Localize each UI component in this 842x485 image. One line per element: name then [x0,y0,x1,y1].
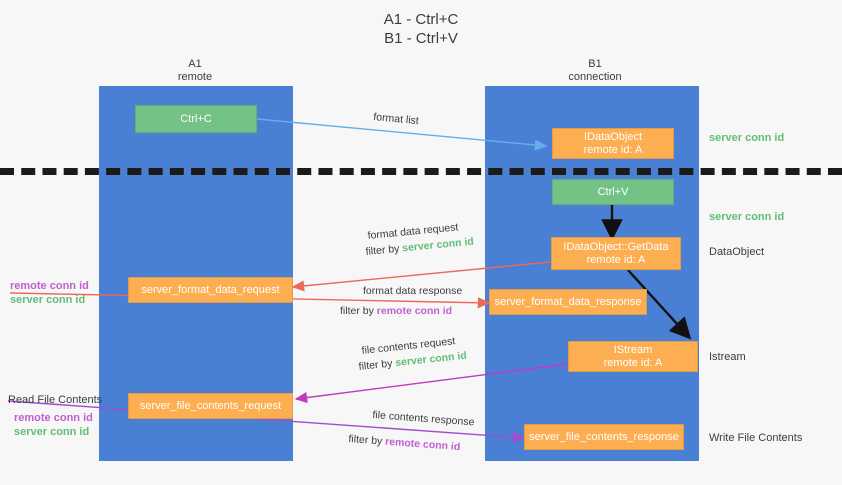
page-title: A1 - Ctrl+C B1 - Ctrl+V [0,10,842,48]
node-istream-line-1: IStream [613,343,653,356]
label-read-file-contents: Read File Contents [8,394,103,406]
node-getdata-line-1: IDataObject::GetData [563,240,669,253]
boundary-divider [0,168,842,175]
label-istream: Istream [709,351,746,363]
edge-label-filter-prefix-2: filter by [340,305,377,317]
node-ctrl-v-label: Ctrl+V [597,185,629,198]
label-server-conn-id-top: server conn id [709,132,785,144]
label-server-conn-id-2: server conn id [14,426,90,438]
edge-label-filter-value-4: remote conn id [384,435,461,454]
node-server-format-data-response-label: server_format_data_response [494,295,642,308]
edge-label-format-data-response-filter: filter by remote conn id [340,304,452,319]
edge-label-filter-prefix-3: filter by [358,357,396,373]
title-line-1: A1 - Ctrl+C [383,11,459,28]
node-getdata-line-2: remote id: A [586,253,646,266]
edge-label-file-contents-response: file contents response [372,408,475,429]
node-ctrl-v[interactable]: Ctrl+V [552,179,674,205]
node-server-format-data-response[interactable]: server_format_data_response [489,289,647,315]
node-istream[interactable]: IStream remote id: A [568,341,698,372]
column-header-b1-sub: connection [568,71,622,83]
edge-label-filter-prefix-1: filter by [365,242,403,258]
column-header-a1: A1 remote [120,58,270,84]
node-idataobject-line-1: IDataObject [583,130,643,143]
node-server-file-contents-response[interactable]: server_file_contents_response [524,424,684,450]
edge-label-filter-value-2: remote conn id [376,305,453,317]
node-getdata[interactable]: IDataObject::GetData remote id: A [551,237,681,270]
node-idataobject[interactable]: IDataObject remote id: A [552,128,674,159]
node-server-format-data-request[interactable]: server_format_data_request [128,277,293,303]
edge-label-format-data-response: format data response [363,285,463,297]
column-header-b1: B1 connection [520,58,670,84]
column-header-b1-name: B1 [588,58,602,70]
label-remote-conn-id-1: remote conn id [10,280,89,292]
label-write-file-contents: Write File Contents [709,432,803,444]
node-ctrl-c[interactable]: Ctrl+C [135,105,257,133]
edge-label-format-list: format list [372,110,420,128]
node-server-file-contents-request[interactable]: server_file_contents_request [128,393,293,419]
label-dataobject: DataObject [709,246,765,258]
node-server-file-contents-response-label: server_file_contents_response [529,430,679,443]
node-ctrl-c-label: Ctrl+C [180,112,212,125]
label-server-conn-id-mid: server conn id [709,211,785,223]
label-remote-conn-id-2: remote conn id [14,412,93,424]
title-line-2: B1 - Ctrl+V [384,30,458,47]
node-idataobject-line-2: remote id: A [583,143,643,156]
node-server-format-data-request-label: server_format_data_request [141,283,280,296]
edge-label-file-contents-response-filter: filter by remote conn id [348,432,461,455]
label-server-conn-id-1: server conn id [10,294,86,306]
node-server-file-contents-request-label: server_file_contents_request [139,399,282,412]
column-header-a1-name: A1 [188,58,202,70]
node-istream-line-2: remote id: A [603,356,663,369]
edge-label-filter-prefix-4: filter by [348,432,386,448]
column-header-a1-sub: remote [177,71,213,83]
